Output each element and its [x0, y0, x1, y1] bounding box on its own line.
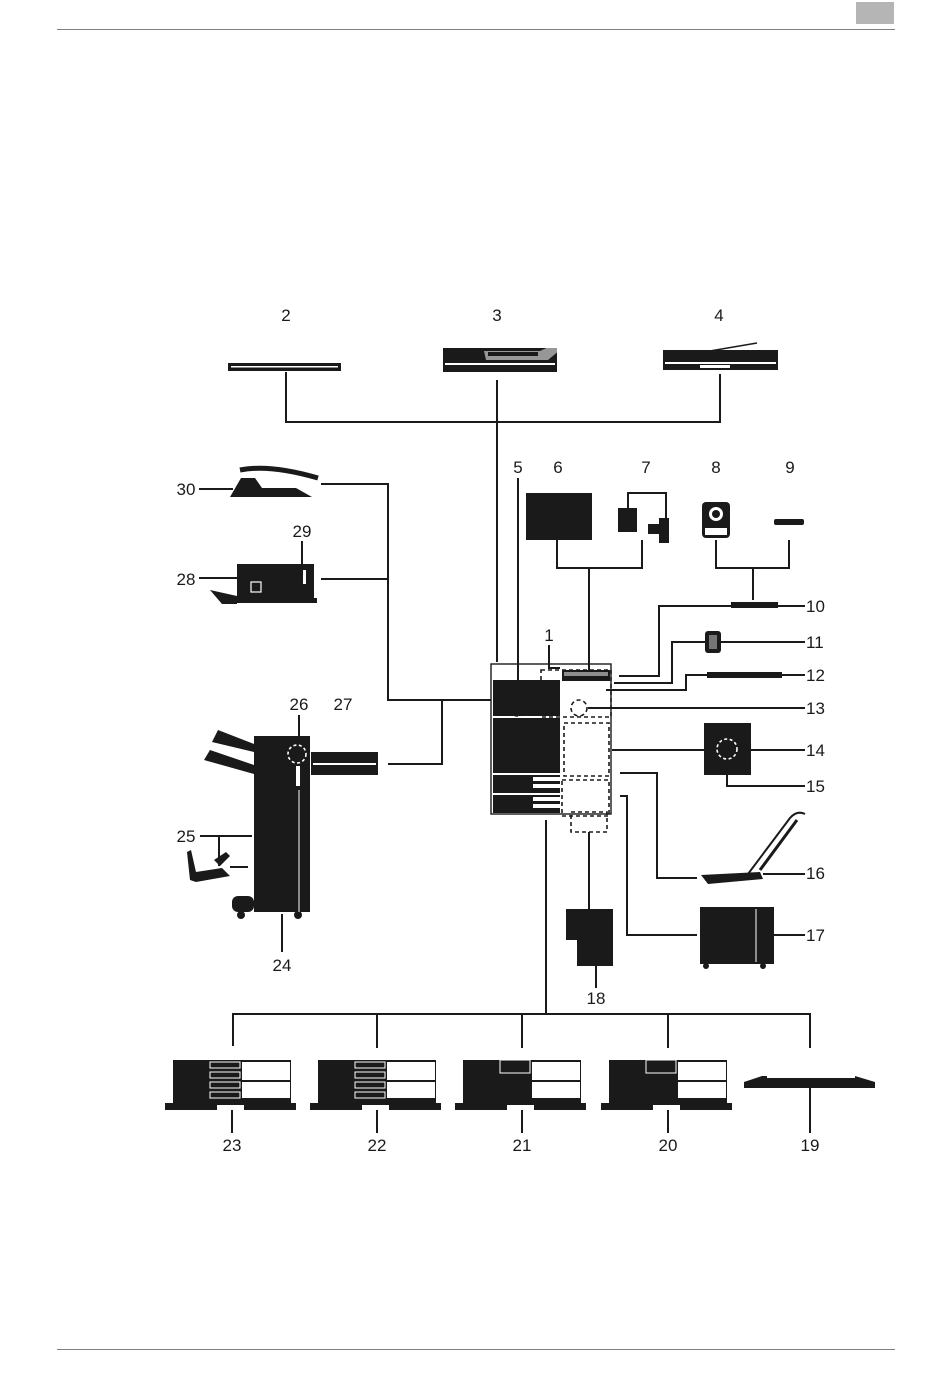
original-cover	[228, 363, 341, 371]
callout-7: 7	[641, 458, 650, 477]
saddle-tray	[187, 850, 230, 882]
relay-unit	[311, 752, 378, 775]
callout-5: 5	[513, 458, 522, 477]
callout-25: 25	[177, 827, 196, 846]
large-capacity-unit	[700, 907, 774, 969]
option-9-bar	[774, 519, 804, 525]
authentication-unit-icon	[702, 502, 730, 538]
callout-28: 28	[177, 570, 196, 589]
callout-24: 24	[273, 956, 292, 975]
callout-10: 10	[806, 597, 825, 616]
callout-9: 9	[785, 458, 794, 477]
callout-2: 2	[281, 306, 290, 325]
callout-13: 13	[806, 699, 825, 718]
option-6-panel	[526, 493, 592, 540]
callout-4: 4	[714, 306, 723, 325]
callout-26: 26	[290, 695, 309, 714]
callout-11: 11	[806, 633, 824, 652]
callout-30: 30	[177, 480, 196, 499]
paper-feed-cabinet-21	[455, 1060, 586, 1110]
dual-scan-document-feeder	[663, 343, 778, 370]
reverse-automatic-document-feeder	[443, 344, 560, 372]
desk-19	[744, 1074, 875, 1088]
callout-12: 12	[806, 666, 825, 685]
keypad-icon	[705, 631, 721, 653]
option-14-unit	[704, 723, 751, 775]
callout-19: 19	[801, 1136, 820, 1155]
paper-feed-cabinet-22	[310, 1060, 441, 1110]
callout-15: 15	[806, 777, 825, 796]
callout-14: 14	[806, 741, 825, 760]
callout-27: 27	[334, 695, 353, 714]
option-10-mount	[731, 602, 778, 608]
paper-feed-cabinet-23	[165, 1060, 296, 1110]
callout-8: 8	[711, 458, 720, 477]
callout-17: 17	[806, 926, 825, 945]
callout-22: 22	[368, 1136, 387, 1155]
option-12-bar	[707, 672, 782, 678]
option-7-handles	[618, 508, 669, 543]
callout-23: 23	[223, 1136, 242, 1155]
main-unit	[491, 664, 611, 832]
callout-6: 6	[553, 458, 562, 477]
finisher	[204, 730, 310, 919]
job-separator	[230, 468, 318, 497]
option-18-unit	[566, 909, 613, 966]
callout-16: 16	[806, 864, 825, 883]
callout-20: 20	[659, 1136, 678, 1155]
callout-3: 3	[492, 306, 501, 325]
finisher-internal	[210, 564, 317, 604]
callout-29: 29	[293, 522, 312, 541]
paper-feed-cabinet-20	[601, 1060, 732, 1110]
callout-21: 21	[513, 1136, 532, 1155]
callout-1: 1	[544, 626, 553, 645]
callout-18: 18	[587, 989, 606, 1008]
